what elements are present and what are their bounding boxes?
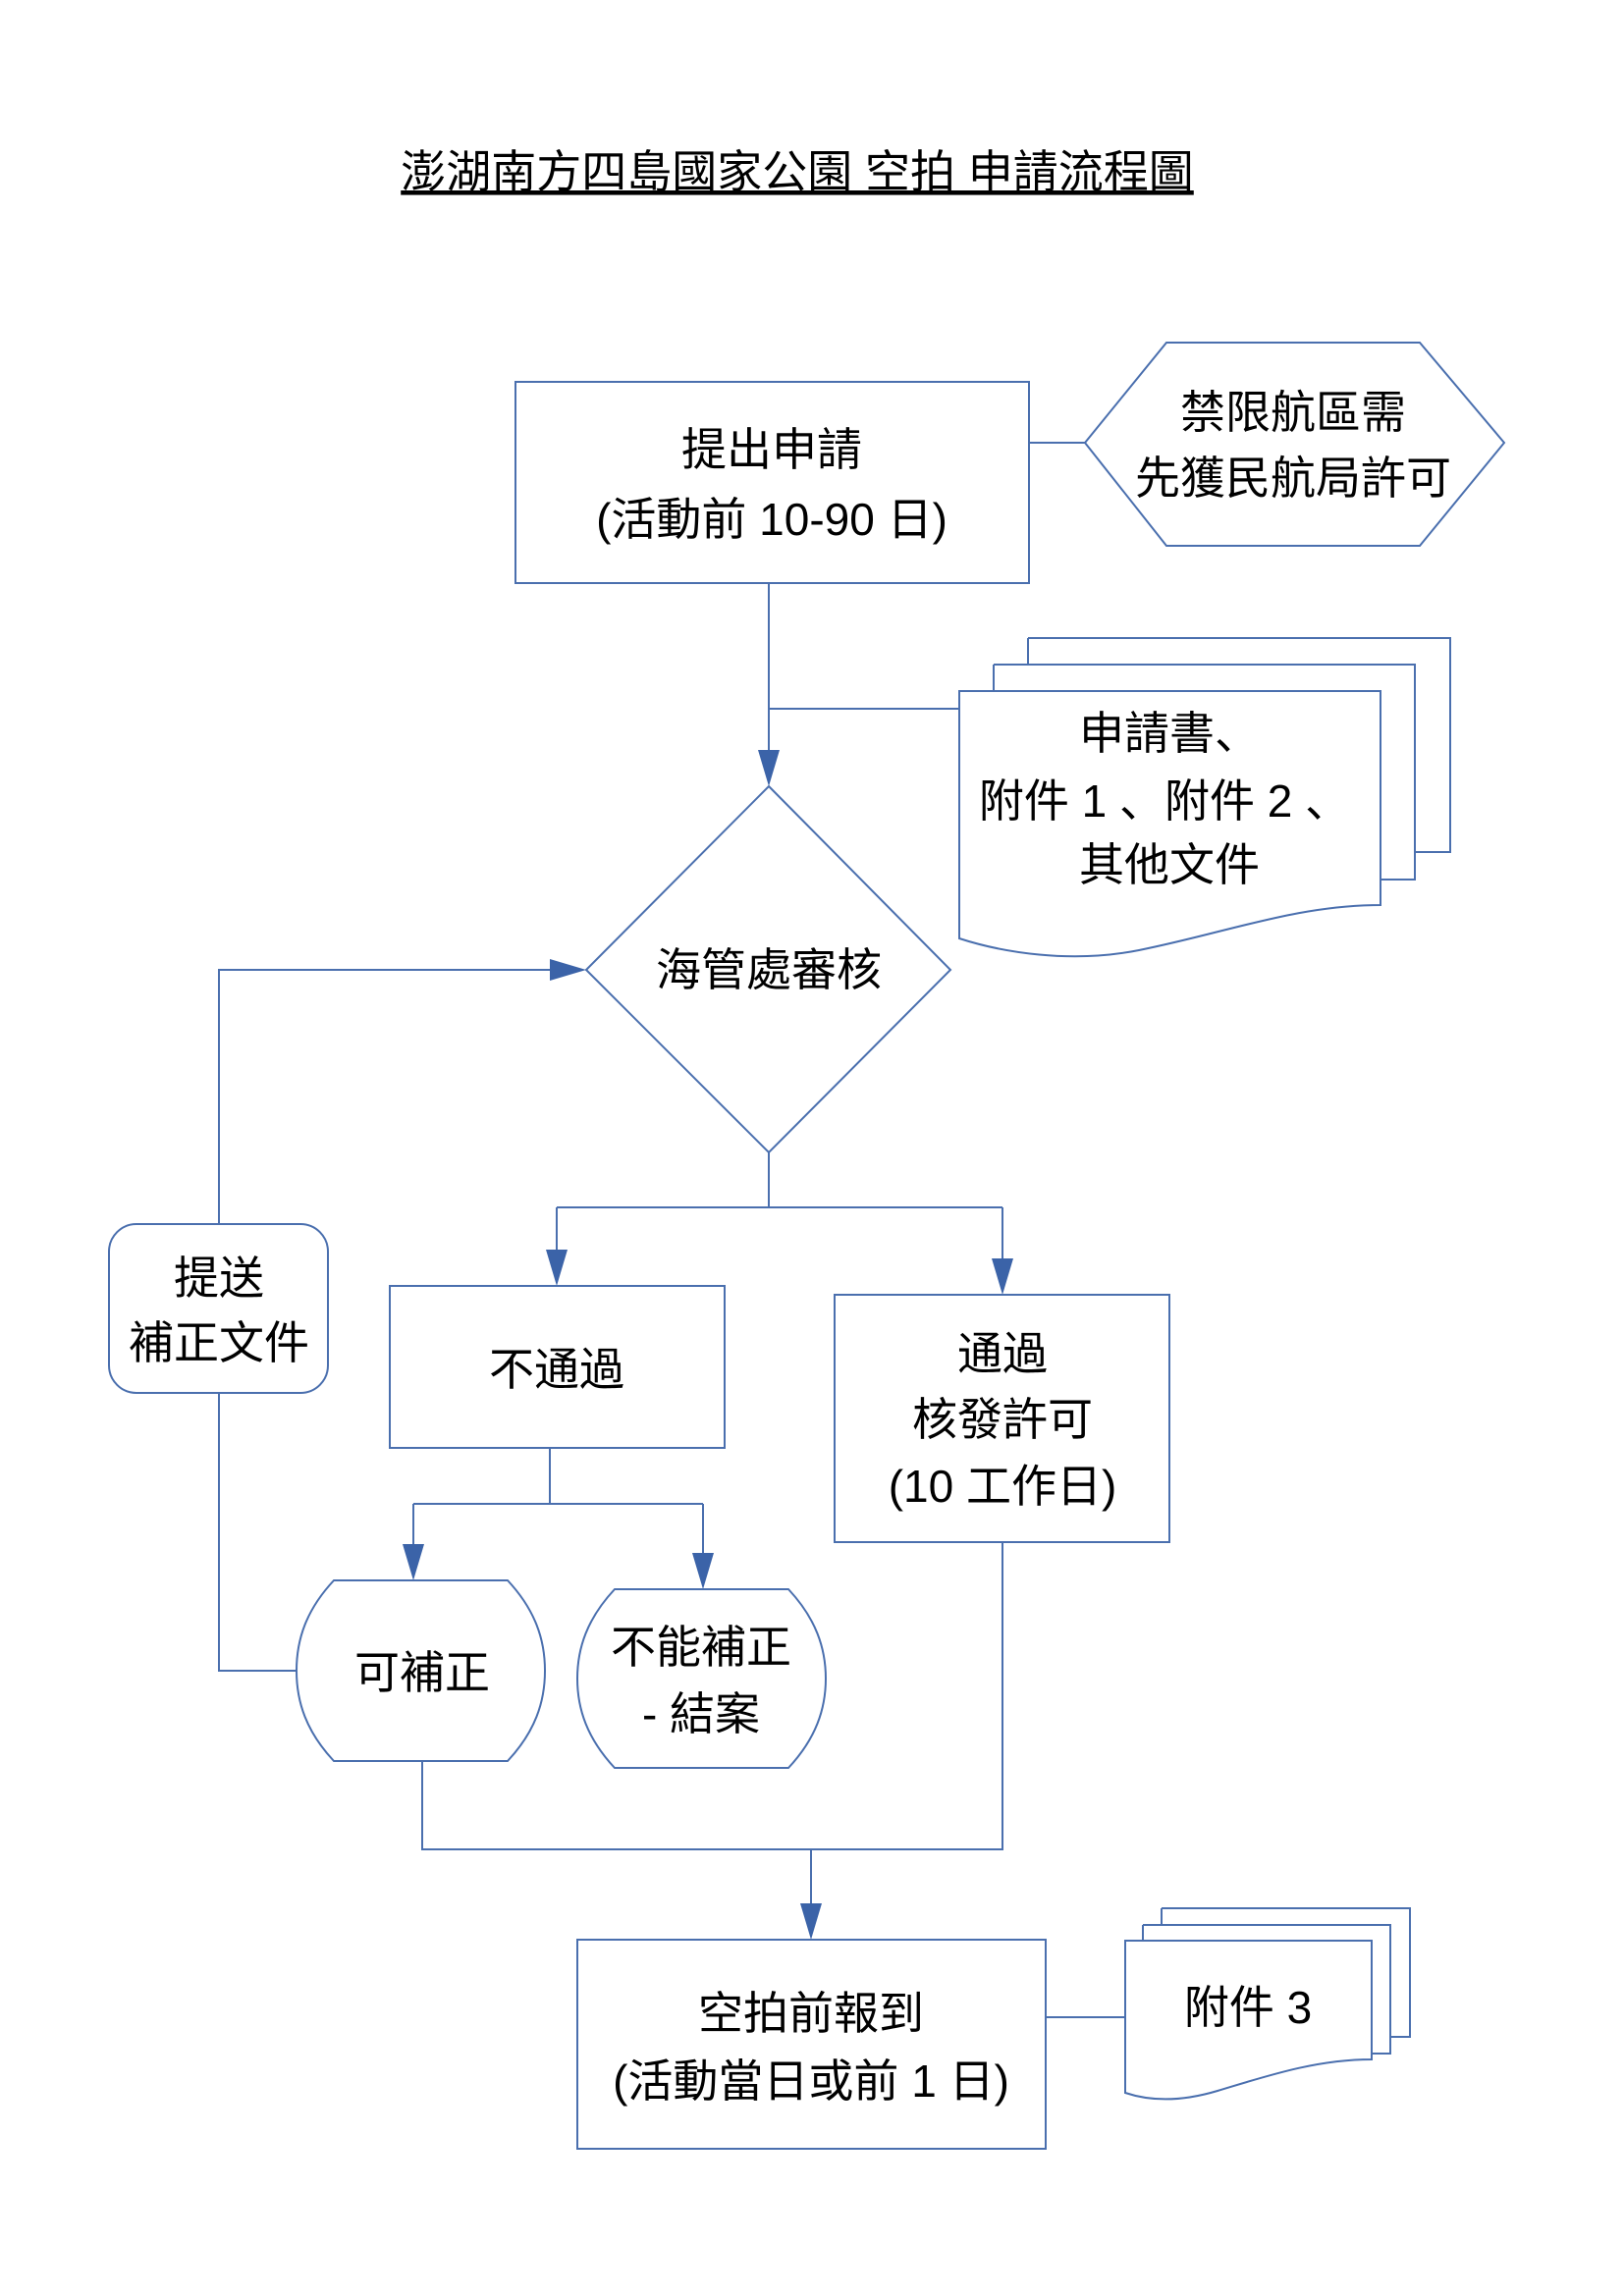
node-documents: 申請書、 附件 1 、附件 2 、 其他文件 — [958, 637, 1451, 958]
approved-label-3: (10 工作日) — [889, 1461, 1117, 1512]
not-correctable-label-1: 不能補正 — [611, 1622, 791, 1673]
node-attachment3: 附件 3 — [1124, 1907, 1411, 2101]
document-sheet-middle — [994, 664, 1416, 881]
document-sheet-back — [1028, 637, 1451, 853]
correctable-shape — [295, 1579, 547, 1762]
documents-label-1: 申請書、 — [1079, 708, 1260, 759]
arrowhead-to-review — [758, 750, 780, 786]
node-approved: 通過 核發許可 (10 工作日) — [834, 1294, 1170, 1543]
restricted-airspace-hexagon — [1083, 342, 1506, 547]
submit-application-label-2: (活動前 10-90 日) — [596, 494, 947, 545]
node-check-in: 空拍前報到 (活動當日或前 1 日) — [576, 1939, 1047, 2150]
node-restricted-airspace: 禁限航區需 先獲民航局許可 — [1083, 342, 1506, 547]
arrowhead-to-rejected — [546, 1250, 568, 1286]
page-title: 澎湖南方四島國家公園 空拍 申請流程圖 — [401, 146, 1194, 197]
check-in-box — [576, 1939, 1047, 2150]
node-resubmit: 提送 補正文件 — [108, 1223, 329, 1394]
node-not-correctable: 不能補正 - 結案 — [575, 1588, 828, 1769]
approved-box — [834, 1294, 1170, 1543]
node-correctable: 可補正 — [295, 1579, 547, 1762]
arrowhead-loop-to-review — [550, 959, 586, 981]
submit-application-label-1: 提出申請 — [681, 424, 862, 475]
resubmit-label-2: 補正文件 — [129, 1317, 309, 1368]
documents-label-3: 其他文件 — [1079, 839, 1260, 890]
connector-approved-to-join — [421, 1542, 1003, 1850]
connector-resubmit-to-review — [218, 969, 552, 1224]
correctable-label: 可補正 — [354, 1647, 490, 1698]
restricted-airspace-label-1: 禁限航區需 — [1180, 387, 1406, 438]
review-label: 海管處審核 — [656, 944, 882, 995]
not-correctable-shape — [575, 1588, 828, 1769]
attachment3-label: 附件 3 — [1184, 1982, 1312, 2033]
document-sheet-front — [958, 690, 1381, 958]
approved-label-2: 核發許可 — [912, 1394, 1093, 1445]
approved-label-1: 通過 — [957, 1328, 1048, 1379]
not-correctable-label-2: - 結案 — [642, 1688, 760, 1739]
check-in-label-2: (活動當日或前 1 日) — [613, 2056, 1009, 2107]
attachment3-sheet-back — [1162, 1907, 1411, 2038]
attachment3-sheet-front — [1124, 1940, 1373, 2101]
documents-label-2: 附件 1 、附件 2 、 — [979, 775, 1350, 827]
check-in-label-1: 空拍前報到 — [698, 1988, 924, 2039]
restricted-airspace-label-2: 先獲民航局許可 — [1135, 453, 1451, 504]
attachment3-sheet-middle — [1143, 1924, 1391, 2055]
rejected-label: 不通過 — [489, 1344, 624, 1395]
rejected-box — [389, 1285, 726, 1449]
arrowhead-to-approved — [992, 1258, 1013, 1295]
node-rejected: 不通過 — [389, 1285, 726, 1449]
resubmit-label-1: 提送 — [174, 1253, 264, 1304]
arrowhead-to-check-in — [800, 1903, 822, 1940]
node-review: 海管處審核 — [584, 784, 952, 1154]
arrowhead-to-not-correctable — [692, 1553, 714, 1589]
node-submit-application: 提出申請 (活動前 10-90 日) — [514, 381, 1030, 584]
submit-application-box — [514, 381, 1030, 584]
arrowhead-to-correctable — [403, 1544, 424, 1580]
connector-correctable-to-resubmit — [218, 1393, 297, 1672]
